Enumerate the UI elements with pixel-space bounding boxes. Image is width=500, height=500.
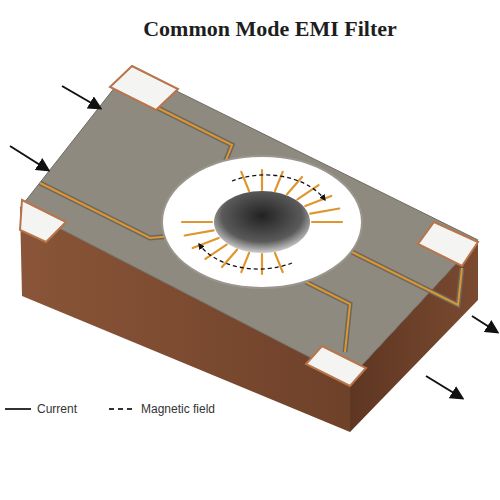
legend-sample <box>108 402 136 416</box>
title: Common Mode EMI Filter <box>143 16 397 42</box>
toroid-hole <box>214 191 310 253</box>
legend-sample <box>4 402 32 416</box>
legend-label: Current <box>37 402 77 416</box>
solder-pads <box>20 66 478 386</box>
toroid-core <box>162 156 362 288</box>
legend-item: Magnetic field <box>108 402 215 416</box>
block-top <box>20 68 478 378</box>
magnetic-field <box>199 175 325 269</box>
legend-line <box>5 408 31 410</box>
legend-label: Magnetic field <box>141 402 215 416</box>
winding <box>182 170 342 274</box>
legend-line <box>109 408 135 410</box>
current-arrow <box>10 86 497 398</box>
wire-grooves <box>40 95 462 352</box>
legend-item: Current <box>4 402 77 416</box>
